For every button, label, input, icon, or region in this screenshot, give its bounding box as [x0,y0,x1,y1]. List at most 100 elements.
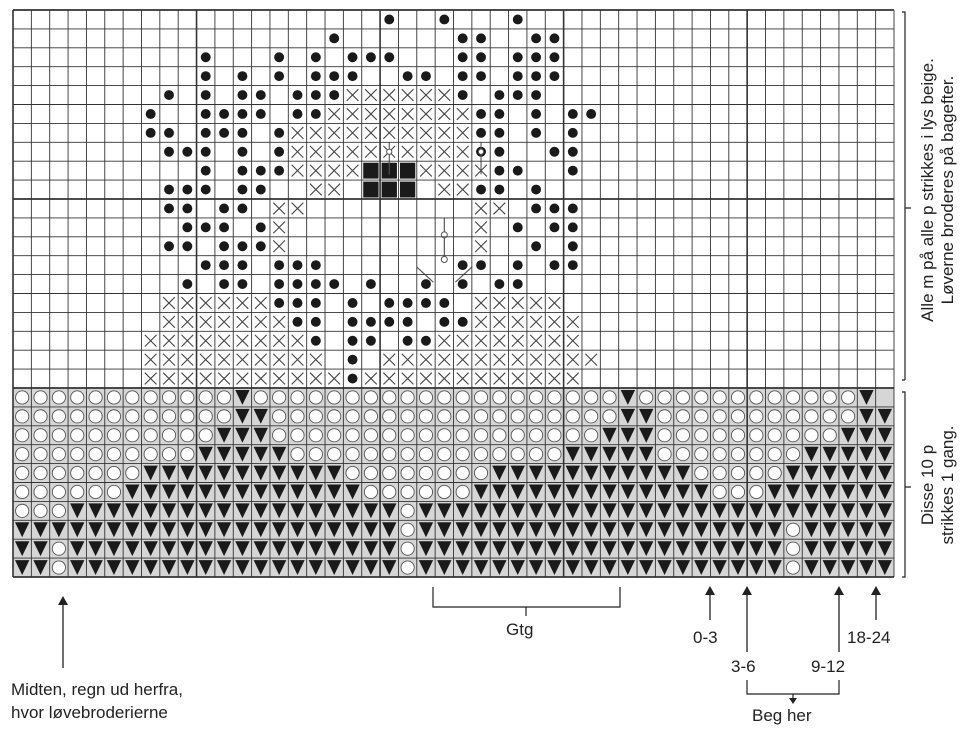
triangle-stitch [675,522,691,538]
triangle-stitch [840,465,856,481]
triangle-stitch [822,484,837,500]
open-circle [694,390,709,405]
filled-dot [200,52,211,63]
open-circle [657,447,672,462]
filled-dot [476,260,486,271]
open-circle [804,409,819,424]
filled-dot [421,71,431,82]
triangle-stitch [785,503,801,519]
filled-dot [219,127,230,138]
triangle-stitch [602,503,617,519]
open-circle [437,465,452,481]
cross-stitch [291,145,304,159]
cross-stitch [199,334,212,348]
filled-dot [567,108,578,119]
filled-dot [549,222,560,233]
triangle-stitch [143,522,158,538]
open-circle [363,484,378,500]
open-circle [841,390,856,405]
cross-stitch [438,372,451,385]
filled-dot [567,146,578,157]
cross-stitch [291,372,304,385]
open-circle [161,390,177,405]
filled-dot [164,184,174,195]
filled-dot [476,52,486,63]
triangle-stitch [143,484,158,500]
filled-dot [512,222,523,233]
open-circle [730,484,746,500]
triangle-stitch [694,484,709,500]
triangle-stitch [418,503,434,519]
triangle-stitch [235,560,250,575]
triangle-stitch [877,560,892,575]
cross-stitch [401,126,414,140]
triangle-stitch [492,541,507,557]
open-circle [106,409,122,424]
triangle-stitch [198,484,213,500]
cross-stitch [236,315,249,329]
cross-stitch [236,334,249,348]
open-circle [602,409,617,424]
open-circle [51,465,66,481]
triangle-stitch [198,522,213,538]
triangle-stitch [290,503,305,519]
triangle-stitch [859,503,874,519]
open-circle [492,447,507,462]
cross-stitch [474,315,488,329]
triangle-stitch [565,560,580,575]
triangle-stitch [327,503,342,519]
filled-dot [439,14,450,25]
filled-dot [200,260,211,271]
filled-dot [347,71,358,82]
open-circle [70,390,85,405]
triangle-stitch [767,484,782,500]
cross-stitch [438,164,451,177]
triangle-stitch [877,427,892,443]
triangle-stitch [785,484,801,500]
filled-dot [219,108,230,119]
open-circle [492,409,507,424]
cross-stitch [144,353,157,366]
open-circle [180,428,195,443]
filled-dot [457,33,468,44]
triangle-stitch [675,541,691,557]
cross-stitch [327,107,341,121]
open-circle [363,390,378,405]
triangle-stitch [198,465,213,481]
open-circle [822,428,837,443]
cross-stitch [217,353,231,366]
triangle-stitch [639,560,654,575]
triangle-stitch [290,465,305,481]
triangle-stitch [492,465,507,481]
filled-dot [182,279,193,290]
open-circle [125,390,140,405]
triangle-stitch [161,541,177,557]
cross-stitch [309,126,323,140]
triangle-stitch [33,560,48,575]
triangle-stitch [510,465,525,481]
triangle-stitch [235,541,250,557]
triangle-stitch [363,522,379,538]
cross-stitch [327,164,341,177]
triangle-stitch [198,541,213,557]
cross-stitch [272,315,286,329]
triangle-stitch [804,522,819,538]
filled-dot [476,33,486,44]
open-circle [730,465,746,481]
filled-dot [549,260,560,271]
filled-dot [164,203,174,214]
filled-dot [494,184,505,195]
triangle-stitch [639,408,654,424]
triangle-stitch [216,484,232,500]
open-circle [602,390,617,405]
triangle-stitch [271,484,287,500]
triangle-stitch [290,522,305,538]
upper-bracket [902,11,911,381]
open-circle [510,390,525,405]
triangle-stitch [161,560,177,575]
cross-stitch [291,126,304,140]
open-circle [547,428,562,443]
triangle-stitch [657,465,672,481]
cross-stitch [566,315,580,329]
triangle-stitch [70,560,85,575]
